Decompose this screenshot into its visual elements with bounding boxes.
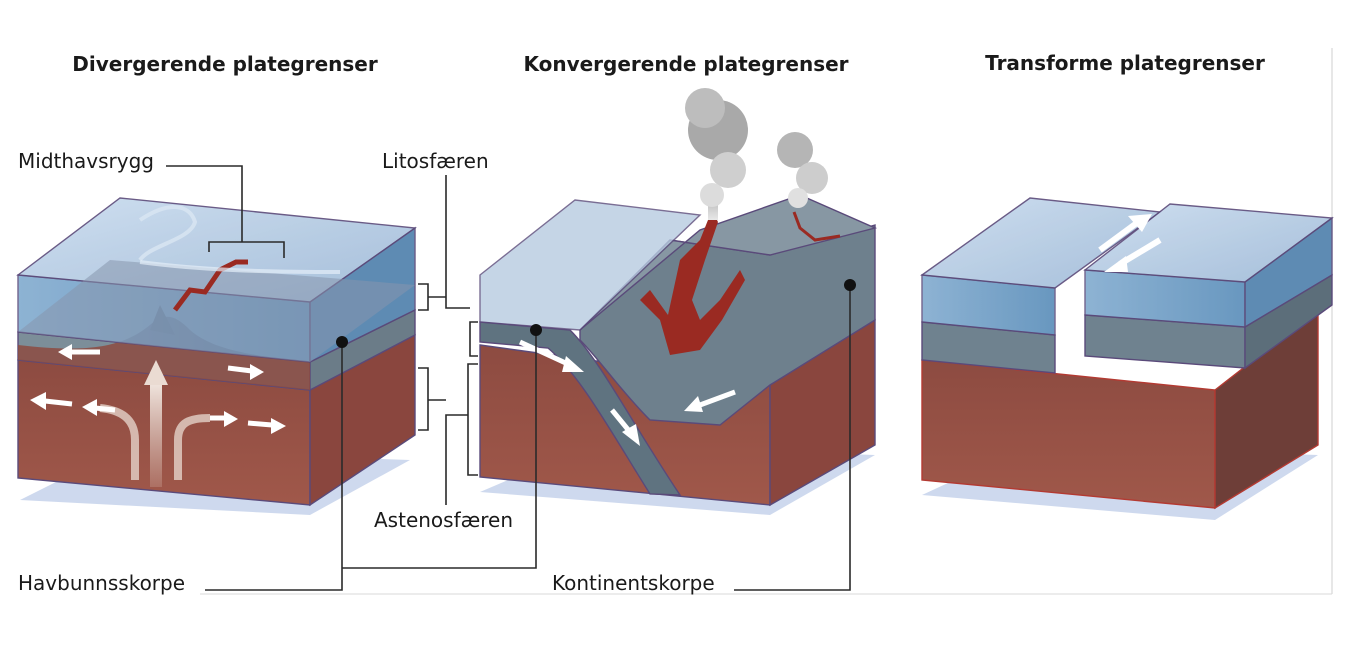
arrow-left-upper-head bbox=[58, 344, 72, 360]
arrow-right-mid-head bbox=[224, 411, 238, 427]
block1-swirl bbox=[138, 205, 198, 262]
arrow-subduct-1-head bbox=[562, 356, 584, 372]
title-transform: Transforme plategrenser bbox=[985, 51, 1265, 75]
block1-rift bbox=[173, 259, 248, 312]
arrow-curve-right bbox=[174, 414, 211, 480]
leader-mid-ocean-ridge bbox=[166, 165, 243, 242]
arrow-subduct-2 bbox=[610, 408, 632, 434]
arrow-left-mid bbox=[94, 405, 116, 413]
arrow-left-lower bbox=[44, 398, 73, 407]
block2-magma bbox=[640, 210, 745, 355]
leader-lithosphere bbox=[445, 175, 470, 309]
arrow-subduct-2-head bbox=[622, 424, 640, 446]
arrow-transform-up-head bbox=[1128, 214, 1152, 232]
arrow-transform-down bbox=[1118, 237, 1162, 267]
block1-ridge-profile bbox=[18, 316, 310, 390]
arrow-right-lower-head bbox=[271, 418, 286, 434]
convergent-block bbox=[479, 88, 878, 515]
title-convergent: Konvergerende plategrenser bbox=[523, 52, 848, 76]
arrow-converge bbox=[699, 389, 736, 408]
block2-magma-vent-2 bbox=[792, 211, 841, 242]
arrow-left-mid-head bbox=[82, 399, 97, 416]
leader-asthenosphere bbox=[445, 414, 468, 505]
bracket-litho-right bbox=[469, 321, 478, 357]
bracket-litho-left bbox=[418, 283, 429, 311]
marker-oceanic-crust-1 bbox=[336, 336, 348, 348]
leader-ridge-bracket bbox=[208, 241, 285, 258]
arrow-right-lower bbox=[247, 420, 273, 428]
label-lithosphere: Litosfæren bbox=[382, 149, 489, 173]
arrow-up-shaft bbox=[150, 382, 162, 487]
title-divergent: Divergerende plategrenser bbox=[72, 52, 378, 76]
arrow-converge-head bbox=[684, 396, 703, 412]
block1-seafloor bbox=[18, 260, 415, 362]
arrow-transform-up bbox=[1098, 219, 1140, 253]
label-continental-crust: Kontinentskorpe bbox=[552, 571, 715, 595]
divergent-block bbox=[16, 197, 417, 515]
block2-continent bbox=[579, 224, 876, 426]
volcano-plume-right bbox=[777, 132, 828, 208]
block1-swirl-2 bbox=[139, 260, 341, 274]
block2-water bbox=[479, 199, 702, 331]
leader-oceanic-crust-2 bbox=[342, 330, 537, 569]
label-asthenosphere: Astenosfæren bbox=[374, 508, 513, 532]
label-oceanic-crust: Havbunnsskorpe bbox=[18, 571, 185, 595]
arrow-left-lower-head bbox=[30, 392, 46, 410]
arrow-subduct-1 bbox=[518, 339, 572, 368]
leader-oceanic-crust bbox=[205, 342, 343, 591]
arrow-right-upper-head bbox=[250, 364, 264, 380]
arrow-up-head bbox=[144, 360, 168, 385]
volcano-plume-left bbox=[685, 88, 748, 220]
label-mid-ocean-ridge: Midthavsrygg bbox=[18, 149, 154, 173]
bracket-astheno-left bbox=[418, 367, 429, 431]
arrow-right-upper bbox=[227, 365, 253, 374]
marker-oceanic-crust-2 bbox=[530, 324, 542, 336]
leader-continental-crust bbox=[734, 285, 851, 591]
marker-continental-crust bbox=[844, 279, 856, 291]
arrow-transform-down-head bbox=[1104, 256, 1128, 272]
transform-block bbox=[920, 197, 1334, 520]
bracket-astheno-right bbox=[467, 363, 478, 476]
